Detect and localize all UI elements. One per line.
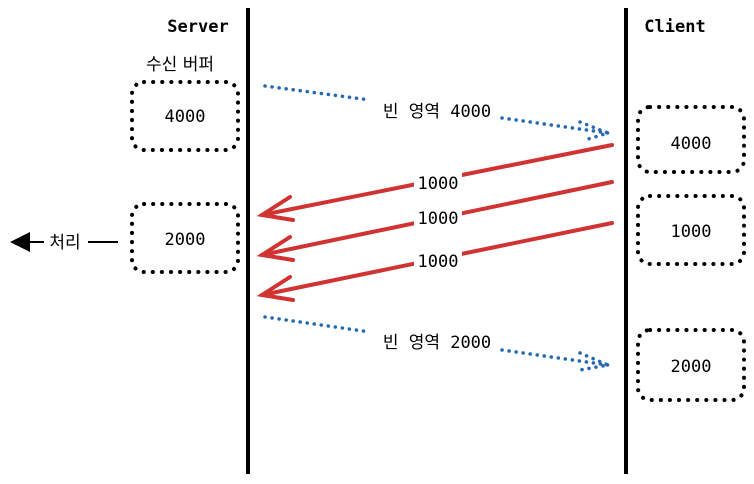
window-update-line — [263, 84, 372, 102]
data-arrowhead-icon — [256, 195, 295, 222]
process-label: 처리 — [49, 233, 80, 253]
data-arrowhead-icon — [256, 235, 295, 262]
window-update-arrowhead-icon — [578, 351, 615, 372]
client-segment-value: 1000 — [671, 222, 712, 242]
server-title: Server — [167, 17, 228, 37]
window-update-label: 빈 영역 4000 — [383, 102, 491, 122]
server-buffer-value: 2000 — [165, 230, 206, 250]
client-segment-value: 2000 — [671, 357, 712, 377]
client-segment-value: 4000 — [671, 134, 712, 154]
server-buffer-value: 4000 — [165, 107, 206, 127]
data-segment-label: 1000 — [418, 209, 459, 229]
window-update-arrowhead-icon — [578, 120, 614, 142]
window-update-label: 빈 영역 2000 — [383, 333, 491, 353]
data-segment-label: 1000 — [418, 252, 459, 272]
data-segment-label: 1000 — [418, 174, 459, 194]
window-update-line — [263, 315, 372, 334]
client-segment-box — [636, 105, 746, 174]
receive-buffer-label: 수신 버퍼 — [146, 55, 214, 75]
client-title: Client — [644, 17, 705, 37]
data-arrowhead-icon — [256, 275, 295, 302]
window-update-line — [500, 116, 610, 135]
